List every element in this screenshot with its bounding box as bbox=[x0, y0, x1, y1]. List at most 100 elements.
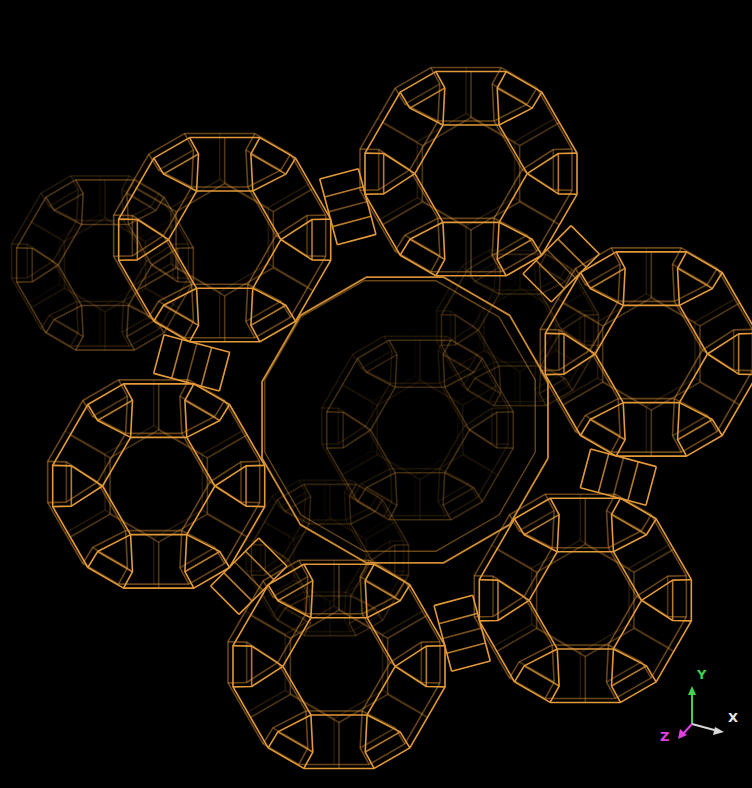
framework-edge bbox=[395, 218, 438, 251]
framework-edge bbox=[146, 222, 180, 241]
framework-edge bbox=[153, 379, 155, 425]
framework-edge bbox=[465, 67, 467, 113]
framework-edge bbox=[738, 334, 740, 374]
framework-edge bbox=[278, 581, 313, 601]
framework-edge bbox=[445, 473, 483, 502]
framework-edge bbox=[83, 531, 126, 564]
framework-edge bbox=[383, 154, 385, 194]
framework-edge bbox=[64, 218, 145, 312]
framework-edge bbox=[613, 519, 656, 552]
framework-edge bbox=[474, 596, 524, 617]
framework-edge bbox=[410, 88, 445, 108]
framework-edge bbox=[46, 197, 82, 224]
framework-edge bbox=[202, 510, 242, 533]
framework-edge bbox=[54, 194, 83, 211]
framework-edge bbox=[290, 610, 387, 722]
framework-edge bbox=[219, 133, 221, 179]
framework-edge bbox=[251, 305, 286, 325]
framework-edge bbox=[613, 649, 656, 682]
framework-edge bbox=[127, 306, 134, 351]
framework-edge bbox=[514, 368, 516, 402]
framework-edge bbox=[59, 214, 140, 308]
framework-edge bbox=[281, 219, 331, 240]
framework-edge bbox=[17, 265, 59, 282]
framework-edge bbox=[99, 308, 101, 347]
framework-edge bbox=[629, 545, 669, 568]
framework-edge bbox=[580, 272, 623, 305]
framework-edge bbox=[499, 92, 542, 125]
framework-edge bbox=[563, 334, 565, 374]
framework-edge bbox=[171, 180, 268, 292]
framework-edge bbox=[377, 198, 417, 221]
framework-edge bbox=[329, 484, 331, 518]
framework-edge bbox=[497, 580, 499, 620]
framework-edge bbox=[612, 666, 647, 686]
framework-edge bbox=[342, 455, 377, 475]
framework-edge bbox=[400, 92, 443, 125]
framework-edge bbox=[365, 72, 577, 276]
framework-edge bbox=[575, 399, 618, 432]
framework-edge bbox=[338, 564, 340, 610]
framework-edge bbox=[514, 649, 557, 682]
framework-edge bbox=[210, 461, 260, 482]
framework-edge bbox=[365, 715, 374, 768]
framework-edge bbox=[678, 268, 713, 288]
framework-edge bbox=[114, 215, 164, 236]
framework-edge bbox=[88, 404, 131, 437]
framework-edge bbox=[646, 247, 648, 293]
framework-edge bbox=[215, 465, 265, 486]
y-arrowhead bbox=[688, 686, 696, 695]
framework-edge bbox=[545, 333, 595, 354]
framework-edge bbox=[281, 240, 331, 261]
framework-edge bbox=[447, 643, 486, 653]
framework-edge bbox=[479, 580, 529, 601]
framework-edge bbox=[524, 666, 559, 686]
framework-edge bbox=[550, 498, 559, 551]
framework-edge bbox=[65, 510, 105, 533]
framework-edge bbox=[522, 149, 572, 170]
framework-edge bbox=[327, 430, 371, 448]
framework-edge bbox=[158, 383, 160, 429]
framework-edge bbox=[154, 335, 164, 374]
framework-edge bbox=[251, 288, 260, 341]
framework-edge bbox=[678, 420, 713, 440]
framework-edge bbox=[46, 306, 82, 333]
framework-edge bbox=[104, 312, 106, 351]
framework-edge bbox=[76, 180, 83, 225]
framework-edge bbox=[700, 303, 740, 326]
framework-edge bbox=[436, 222, 445, 275]
framework-edge bbox=[136, 268, 176, 291]
framework-edge bbox=[49, 316, 78, 333]
framework-edge bbox=[324, 598, 326, 632]
framework-edge bbox=[329, 602, 331, 636]
framework-edge bbox=[465, 226, 467, 272]
framework-edge bbox=[419, 340, 421, 381]
framework-edge bbox=[265, 281, 535, 551]
framework-edge bbox=[365, 732, 400, 752]
framework-edge bbox=[454, 351, 484, 368]
framework-edge bbox=[53, 384, 265, 588]
front-layer bbox=[48, 67, 752, 769]
framework-edge bbox=[358, 358, 396, 387]
framework-edge bbox=[470, 230, 472, 276]
framework-edge bbox=[383, 690, 423, 713]
framework-edge bbox=[672, 580, 674, 620]
framework-edge bbox=[634, 549, 674, 572]
framework-edge bbox=[579, 311, 581, 341]
framework-edge bbox=[527, 174, 577, 195]
framework-edge bbox=[311, 220, 313, 260]
framework-edge bbox=[584, 315, 586, 345]
framework-edge bbox=[455, 315, 457, 345]
framework-edge bbox=[207, 435, 247, 458]
framework-edge bbox=[48, 482, 98, 503]
framework-edge bbox=[245, 690, 285, 713]
framework-edge bbox=[562, 315, 599, 330]
framework-edge bbox=[324, 480, 326, 514]
framework-edge bbox=[474, 576, 524, 597]
framework-edge bbox=[41, 302, 77, 329]
framework-edge bbox=[119, 219, 169, 240]
framework-edge bbox=[233, 646, 283, 667]
framework-edge bbox=[349, 497, 375, 512]
framework-edge bbox=[613, 458, 623, 497]
